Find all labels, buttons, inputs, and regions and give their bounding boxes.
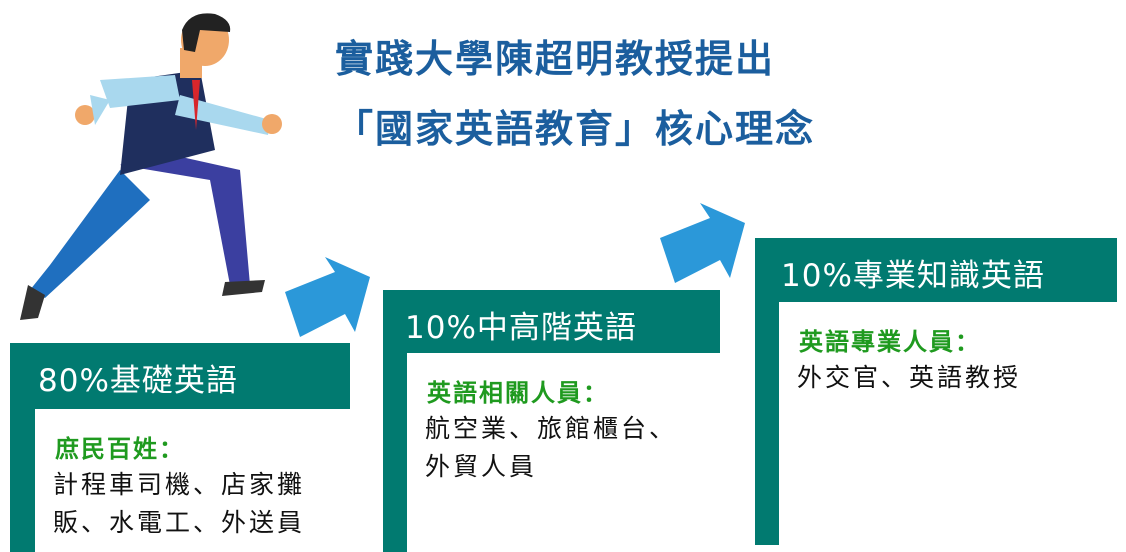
level-box-intermediate: 10%中高階英語 英語相關人員： 航空業、旅館櫃台、 外貿人員 [383, 290, 720, 552]
level-box-basic: 80%基礎英語 庶民百姓： 計程車司機、店家攤 販、水電工、外送員 [10, 343, 350, 552]
level-description-line: 航空業、旅館櫃台、 [425, 414, 678, 443]
title-line-1: 實踐大學陳超明教授提出 [335, 37, 776, 81]
level-description-line: 外貿人員 [425, 452, 538, 481]
arrow-icon [660, 203, 745, 283]
level-description-line: 外交官、英語教授 [797, 363, 1022, 392]
level-heading: 10%專業知識英語 [781, 258, 1045, 294]
level-heading: 10%中高階英語 [405, 310, 637, 346]
level-heading: 80%基礎英語 [38, 363, 238, 399]
arrow-icon [285, 257, 370, 337]
level-box-professional: 10%專業知識英語 英語專業人員： 外交官、英語教授 [755, 238, 1117, 545]
level-category: 英語相關人員： [427, 379, 609, 407]
level-description-line: 計程車司機、店家攤 [53, 470, 306, 499]
level-description-line: 販、水電工、外送員 [53, 508, 306, 537]
level-category: 英語專業人員： [799, 328, 981, 356]
title-line-2: 「國家英語教育」核心理念 [335, 107, 816, 151]
running-man-illustration [20, 13, 282, 320]
level-category: 庶民百姓： [55, 435, 185, 463]
